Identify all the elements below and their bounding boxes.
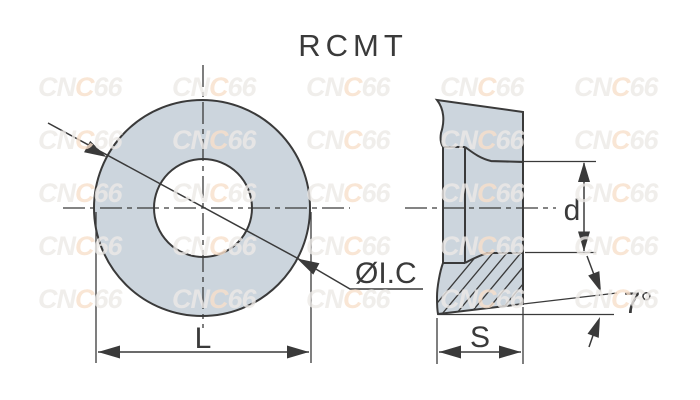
angle-arrowhead (588, 271, 601, 292)
s-dimension-label: S (470, 321, 490, 354)
front-view: ØI.C L (47, 65, 423, 363)
dimension-arrowhead (439, 345, 461, 359)
dimension-arrowhead (499, 345, 521, 359)
ic-diameter-label: ØI.C (355, 257, 417, 290)
insert-side-profile (434, 98, 524, 316)
ic-diameter-leader (47, 122, 423, 290)
leader-arrowhead (297, 258, 320, 275)
l-dimension-label: L (195, 322, 212, 355)
page-title: RCMT (298, 28, 408, 63)
dimension-arrowhead (578, 231, 590, 252)
d-dimension-label: d (564, 194, 581, 227)
hole-section-lines (443, 146, 524, 264)
side-view: d 7° S (405, 98, 653, 364)
dimension-arrowhead (98, 345, 120, 359)
dimension-arrowhead (287, 345, 309, 359)
dimension-arrowhead (578, 162, 590, 182)
d-dimension (491, 160, 596, 254)
l-dimension (95, 212, 312, 363)
clearance-angle-dimension (438, 255, 618, 348)
clearance-angle-label: 7° (624, 287, 653, 320)
section-hatching (437, 253, 523, 314)
angle-arrowhead (587, 317, 600, 338)
leader-arrowhead (84, 140, 107, 157)
s-dimension (436, 307, 524, 364)
